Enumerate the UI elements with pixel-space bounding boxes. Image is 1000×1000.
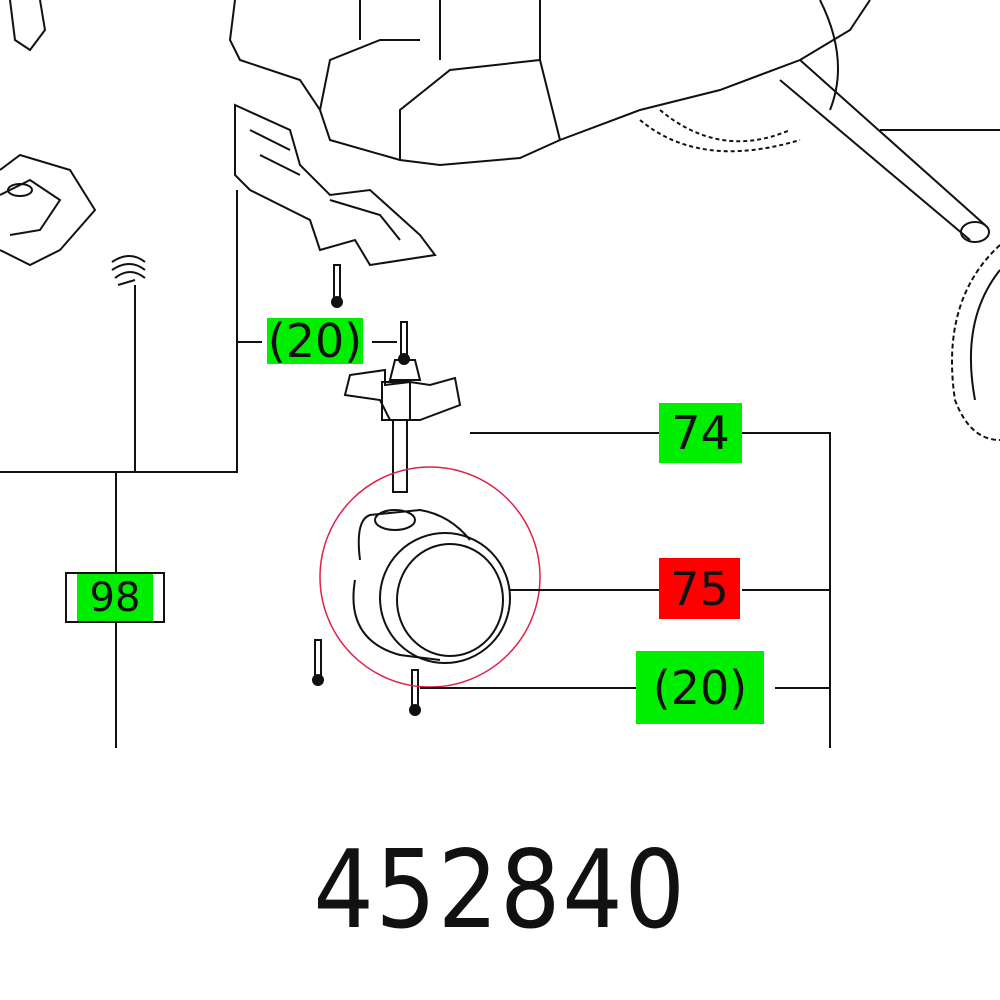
callout-74[interactable]: 74 <box>659 403 742 463</box>
caster-wheel-drawing <box>352 508 511 664</box>
screw-drawings <box>312 264 421 716</box>
callout-20-top[interactable]: (20) <box>267 314 363 368</box>
housing-drawing <box>228 0 1000 441</box>
leader-lines <box>0 190 831 748</box>
callout-20-bottom[interactable]: (20) <box>636 651 764 724</box>
spring-drawing <box>111 255 146 286</box>
part-number: 452840 <box>313 828 687 953</box>
stop-bracket-drawing <box>234 103 437 267</box>
latch-drawing <box>0 0 97 267</box>
swivel-plate-drawing <box>343 359 462 493</box>
callout-98[interactable]: 98 <box>65 572 165 623</box>
callout-75[interactable]: 75 <box>659 558 740 619</box>
